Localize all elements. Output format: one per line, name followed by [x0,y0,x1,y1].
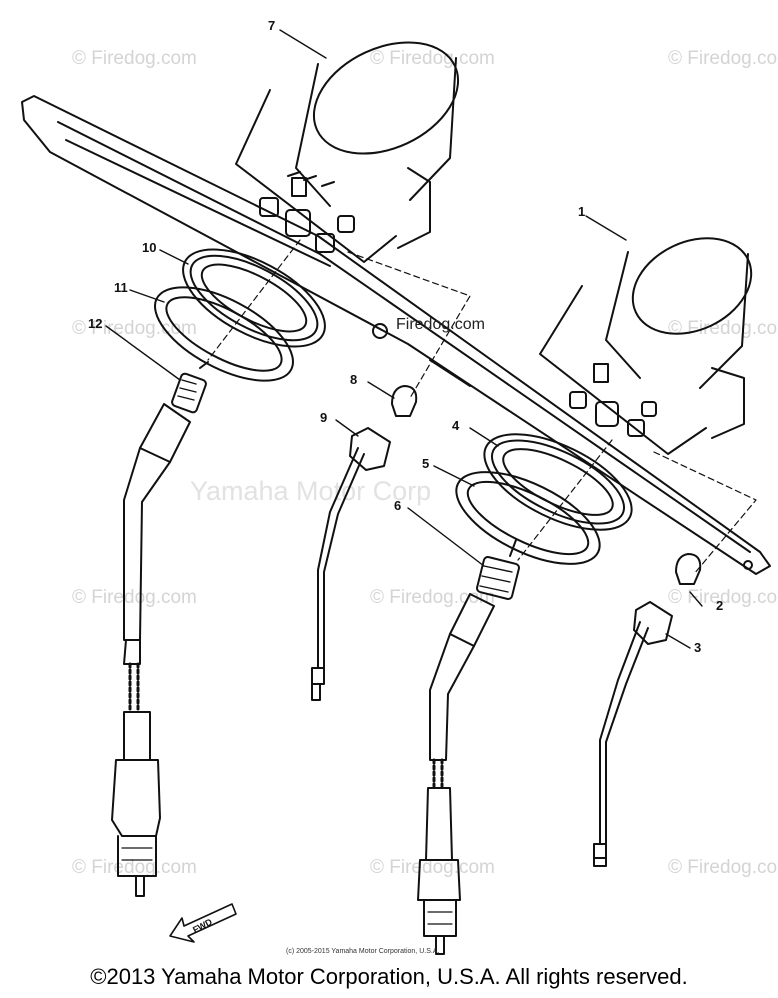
cable-12 [111,361,209,897]
fwd-arrow [169,903,237,943]
watermark: © Firedog.com [668,587,778,608]
meter-assembly-7 [235,41,460,263]
callout-11: 11 [114,280,128,295]
watermark: © Firedog.com [668,318,778,339]
meter-bracket [21,95,771,575]
callout-7: 7 [268,18,276,33]
meter-assembly-1 [539,237,753,455]
watermark: © Firedog.com [72,587,197,608]
callout-10: 10 [142,240,157,255]
small-copyright: (c) 2005-2015 Yamaha Motor Corporation, … [286,948,440,955]
watermark: © Firedog.com [370,48,495,69]
watermark: © Firedog.com [72,48,197,69]
socket-lead-3 [593,601,673,867]
callout-3: 3 [694,640,702,655]
watermark: © Firedog.com [370,587,495,608]
watermark-center: Yamaha Motor Corp [190,476,432,506]
watermark: © Firedog.com [370,857,495,878]
watermark: © Firedog.com [72,318,197,339]
callout-9: 9 [320,410,328,425]
callout-12: 12 [88,316,103,331]
assembly-lines [207,239,757,575]
watermark: © Firedog.com [668,857,778,878]
socket-lead-9 [311,427,391,701]
ring-11 [154,286,294,382]
callout-1: 1 [578,204,586,219]
callout-2: 2 [716,598,724,613]
footer-copyright: ©2013 Yamaha Motor Corporation, U.S.A. A… [90,964,688,989]
leader-lines [105,29,703,649]
callout-6: 6 [394,498,402,513]
bulb-2 [675,553,702,585]
callout-5: 5 [422,456,430,471]
watermark: © Firedog.com [668,48,778,69]
callout-8: 8 [350,372,358,387]
cable-6 [417,539,520,955]
bulb-8 [391,385,418,417]
watermark-inline: Firedog.com [396,316,485,333]
callout-4: 4 [452,418,460,433]
watermark: © Firedog.com [72,857,197,878]
